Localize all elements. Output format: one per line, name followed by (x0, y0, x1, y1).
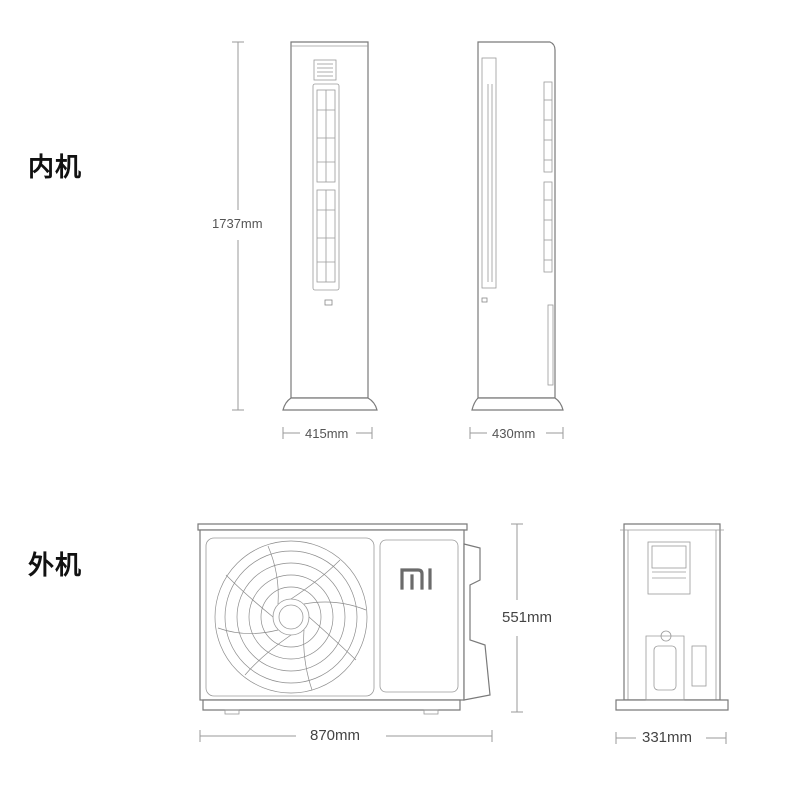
outdoor-width-label: 870mm (308, 727, 363, 744)
outdoor-depth-dimension-line (615, 732, 727, 744)
indoor-height-label: 1737mm (210, 216, 265, 231)
outdoor-height-dimension-line (511, 523, 523, 713)
outdoor-unit-side-view (615, 523, 729, 711)
indoor-unit-label: 内机 (28, 153, 83, 183)
indoor-front-width-dimension-line (282, 427, 373, 439)
indoor-height-dimension-line (232, 41, 244, 411)
outdoor-width-dimension-line (199, 730, 493, 742)
outdoor-unit-front-view (197, 523, 491, 715)
indoor-side-depth-dimension-line (469, 427, 564, 439)
mi-logo (400, 568, 432, 590)
indoor-unit-side-view (471, 41, 564, 411)
indoor-side-depth-label: 430mm (490, 426, 538, 441)
outdoor-depth-label: 331mm (640, 729, 695, 746)
indoor-unit-front-view (282, 41, 378, 411)
outdoor-unit-label: 外机 (28, 551, 83, 581)
outdoor-height-label: 551mm (500, 609, 555, 626)
indoor-front-width-label: 415mm (303, 426, 351, 441)
